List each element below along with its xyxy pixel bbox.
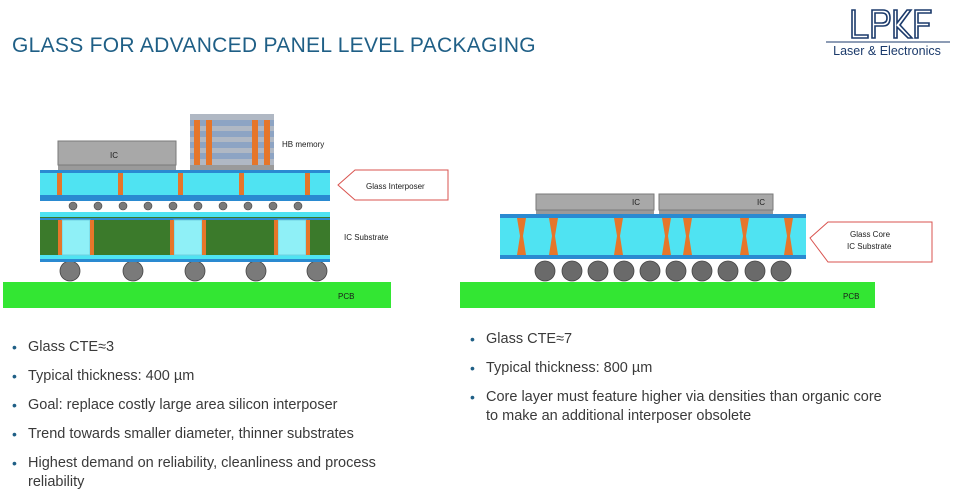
left-substrate-vias — [58, 219, 310, 256]
right-core-vias — [517, 218, 793, 255]
right-ic-2-label: IC — [757, 198, 765, 207]
right-package-diagram: PCB IC IC Glas — [460, 193, 933, 308]
logo-tagline: Laser & Electronics — [833, 44, 941, 58]
left-interposer-bumps — [68, 201, 303, 211]
right-pcb — [460, 282, 875, 308]
right-pcb-balls — [534, 260, 792, 282]
left-memory-label: HB memory — [282, 140, 324, 149]
right-ic-1-label: IC — [632, 198, 640, 207]
right-core-label-line2: IC Substrate — [847, 242, 892, 251]
right-core-label-line1: Glass Core — [850, 230, 891, 239]
left-bullet-item: Highest demand on reliability, cleanline… — [12, 454, 432, 492]
left-ic-microbumps — [58, 165, 274, 170]
left-ic-label: IC — [110, 151, 118, 160]
left-interposer-vias — [57, 173, 310, 195]
page-title: GLASS FOR ADVANCED PANEL LEVEL PACKAGING — [12, 34, 536, 57]
right-ic-2 — [658, 193, 774, 211]
right-bullet-item: Typical thickness: 800 µm — [470, 359, 890, 378]
left-bullet-item: Glass CTE≈3 — [12, 338, 432, 357]
left-glass-interposer — [40, 170, 330, 198]
right-bullet-list: Glass CTE≈7 Typical thickness: 800 µm Co… — [470, 330, 890, 436]
left-package-diagram: PCB IC Substrate — [3, 114, 449, 308]
left-pcb-label: PCB — [338, 292, 354, 301]
left-bullet-item: Trend towards smaller diameter, thinner … — [12, 425, 432, 444]
left-bullet-item: Goal: replace costly large area silicon … — [12, 396, 432, 415]
left-bullet-item: Typical thickness: 400 µm — [12, 367, 432, 386]
left-substrate-label: IC Substrate — [344, 233, 389, 242]
left-hb-memory-stack — [190, 114, 274, 165]
left-pcb-balls — [59, 260, 328, 282]
right-pcb-label: PCB — [843, 292, 859, 301]
left-bullet-list: Glass CTE≈3 Typical thickness: 400 µm Go… — [12, 338, 432, 502]
left-ic — [57, 140, 177, 166]
left-interposer-label: Glass Interposer — [366, 182, 425, 191]
lpkf-logo: Laser & Electronics — [818, 6, 958, 62]
right-ic-1 — [535, 193, 655, 211]
left-interposer-callout — [337, 169, 449, 201]
right-core-callout — [809, 221, 933, 263]
right-glass-core — [500, 214, 806, 259]
right-bullet-item: Core layer must feature higher via densi… — [470, 388, 890, 426]
lpkf-logo-mark — [826, 9, 950, 43]
right-bullet-item: Glass CTE≈7 — [470, 330, 890, 349]
left-pcb — [3, 282, 391, 308]
packaging-diagram: PCB IC Substrate — [3, 114, 933, 308]
